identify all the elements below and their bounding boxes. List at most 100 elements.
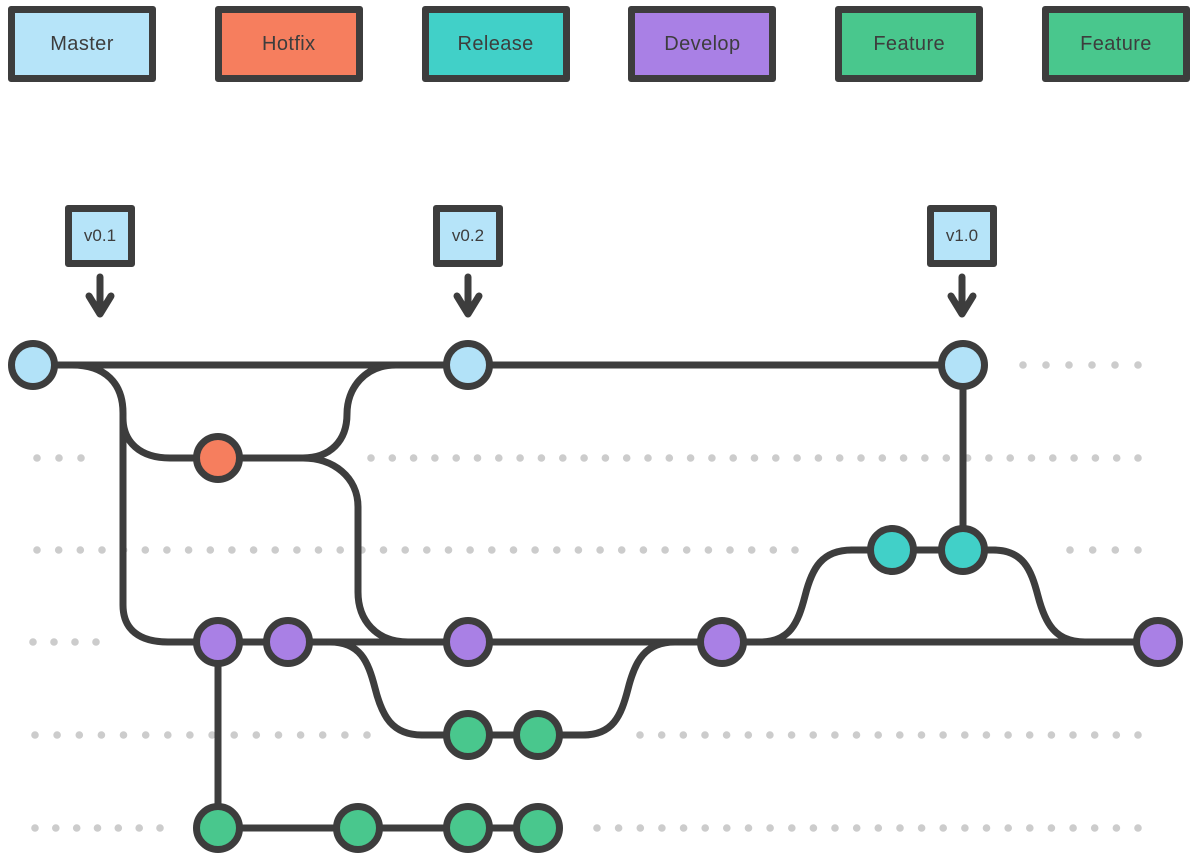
lane-dot <box>164 731 172 739</box>
lane-dots-layer <box>29 361 1142 832</box>
lane-dot <box>33 454 41 462</box>
lane-dot <box>636 824 645 832</box>
lane-dot <box>208 731 216 739</box>
lane-dot <box>509 546 518 554</box>
lane-dot <box>722 731 731 739</box>
tag-arrow-head <box>85 292 115 318</box>
lane-dot <box>644 454 652 462</box>
lane-dot <box>156 824 164 832</box>
lane-dot <box>788 824 796 832</box>
lane-dot <box>744 731 753 739</box>
lane-dot <box>1134 546 1142 554</box>
lane-dot <box>961 824 969 832</box>
lane-dot <box>367 454 375 462</box>
lane-dot <box>1047 731 1056 739</box>
lane-dot <box>917 731 926 739</box>
lane-dot <box>1112 824 1121 832</box>
commit-feature-a <box>443 710 493 760</box>
lane-dot <box>580 454 588 462</box>
lane-dot <box>1091 454 1100 462</box>
lane-dot <box>401 546 410 554</box>
lane-dot <box>1019 361 1027 369</box>
legend-item-feature: Feature <box>835 6 984 82</box>
lane-dot <box>1134 731 1142 739</box>
lane-dot <box>1111 546 1120 554</box>
lane-dot <box>769 546 778 554</box>
lane-dot <box>296 731 305 739</box>
lane-dot <box>274 731 283 739</box>
lane-dot <box>704 546 713 554</box>
commit-feature-a <box>513 710 563 760</box>
lane-dot <box>793 454 801 462</box>
lane-dot <box>1088 361 1096 369</box>
lane-dot <box>98 546 106 554</box>
commit-master <box>443 340 493 390</box>
lane-dot <box>1090 731 1099 739</box>
lane-dot <box>1070 454 1078 462</box>
lane-dot <box>53 731 61 739</box>
lane-dot <box>921 454 929 462</box>
lane-dot <box>341 731 349 739</box>
lane-dot <box>917 824 926 832</box>
lane-dot <box>574 546 583 554</box>
lane-dot <box>679 824 688 832</box>
commit-develop <box>1133 617 1183 667</box>
lane-dot <box>379 546 388 554</box>
lane-dot <box>77 454 85 462</box>
lane-dot <box>899 454 908 462</box>
edge-develop-branch-to-release <box>756 546 856 646</box>
tag-arrow-head <box>453 292 483 318</box>
lane-dot <box>1006 454 1014 462</box>
lane-dot <box>766 731 774 739</box>
lane-dot <box>985 454 993 462</box>
lane-dot <box>29 638 37 646</box>
lane-dot <box>686 454 695 462</box>
edge-master-branch-to-develop <box>68 361 172 646</box>
edge-branch-spur-to-hotfix <box>119 414 309 462</box>
lane-dot <box>747 546 756 554</box>
commit-feature-b <box>443 803 493 853</box>
lane-dot <box>701 824 709 832</box>
commit-master <box>8 340 58 390</box>
commit-feature-b <box>193 803 243 853</box>
lane-dot <box>55 454 63 462</box>
tag-arrow-head <box>947 292 977 318</box>
lane-dot <box>466 546 474 554</box>
lane-dot <box>896 824 904 832</box>
commit-hotfix <box>193 433 243 483</box>
lane-dot <box>809 824 818 832</box>
lane-dot <box>878 454 887 462</box>
edge-release-merge-to-develop <box>959 546 1089 646</box>
lane-dot <box>1112 731 1121 739</box>
lane-dot <box>495 454 503 462</box>
lane-dot <box>52 824 60 832</box>
lane-dot <box>1066 546 1074 554</box>
lane-dot <box>961 731 969 739</box>
lane-dot <box>75 731 84 739</box>
commit-develop <box>443 617 493 667</box>
lane-dot <box>1069 824 1077 832</box>
lane-dot <box>76 546 85 554</box>
lane-dot <box>141 731 150 739</box>
lane-dot <box>809 731 817 739</box>
lane-dot <box>614 824 623 832</box>
lane-dot <box>409 454 418 462</box>
edge-hotfix-merge-to-master <box>299 361 400 462</box>
version-tag-v0.2: v0.2 <box>433 205 503 267</box>
lane-dot <box>97 731 106 739</box>
tag-arrows-layer <box>85 273 977 318</box>
lane-dot <box>679 731 688 739</box>
lane-dot <box>639 546 648 554</box>
lane-dot <box>622 454 631 462</box>
lane-dot <box>1027 454 1036 462</box>
commit-develop <box>697 617 747 667</box>
lane-dot <box>431 454 439 462</box>
lane-dot <box>249 546 258 554</box>
legend-item-feature-2: Feature <box>1041 6 1190 82</box>
lane-dot <box>31 731 39 739</box>
lane-dot <box>553 546 561 554</box>
lane-dot <box>516 454 524 462</box>
lane-dot <box>896 731 904 739</box>
